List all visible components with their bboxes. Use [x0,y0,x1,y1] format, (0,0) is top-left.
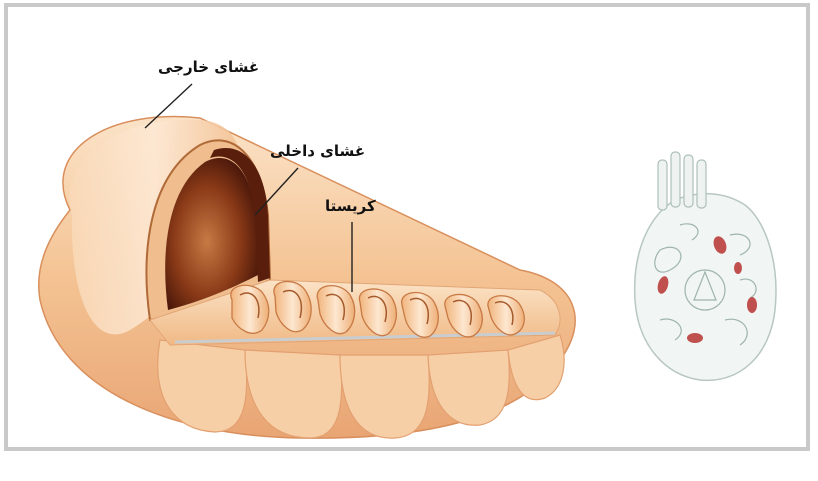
mitochondrion-illustration [39,117,575,439]
outer-membrane-label: غشای خارجی [158,60,259,75]
inner-membrane-label: غشای داخلی [270,144,365,159]
cristae-label: کریستا [325,199,376,214]
cell-illustration [635,152,776,380]
cell-membrane [635,194,776,381]
